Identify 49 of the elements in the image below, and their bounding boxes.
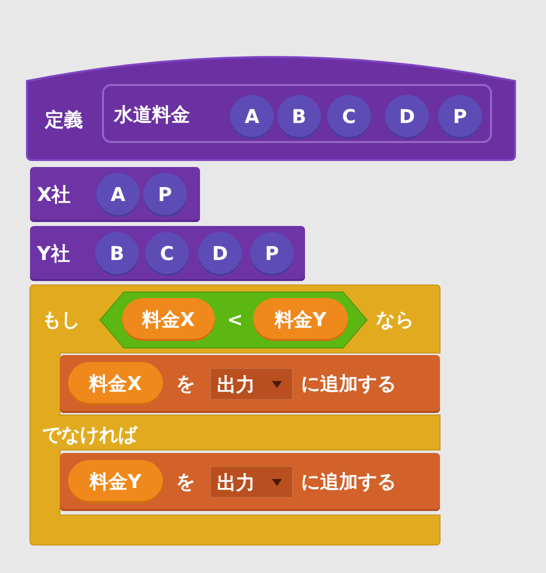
param-label: 料金Y: [88, 470, 142, 494]
param-label: P: [157, 183, 173, 207]
dropdown-label: 出力: [217, 373, 255, 397]
procedure-name-label: X社: [37, 183, 71, 207]
parameter-circle: [198, 232, 242, 276]
variable-pill: [68, 362, 163, 405]
param-label: C: [341, 105, 357, 129]
param-label: A: [244, 105, 260, 129]
param-label: 料金X: [88, 372, 143, 396]
parameter-circle: [96, 173, 140, 217]
procedure-call-block: [30, 226, 305, 281]
variable-pill: [68, 460, 163, 503]
dropdown-label: 出力: [217, 471, 255, 495]
variable-pill: [122, 298, 215, 341]
param-label: A: [110, 183, 126, 207]
block-label: に追加する: [301, 470, 396, 494]
keyword-label: もし: [42, 308, 80, 332]
operator-label: <: [227, 308, 243, 332]
list-dropdown: [210, 466, 293, 498]
list-dropdown: [210, 368, 293, 400]
variable-pill: [253, 298, 348, 341]
if-else-block: [30, 285, 440, 545]
parameter-circle: [143, 173, 187, 217]
condition-hexagon: [100, 292, 367, 348]
keyword-label: なら: [376, 308, 414, 332]
block-name-label: 水道料金: [114, 103, 190, 127]
procedure-call-block: [30, 167, 200, 222]
param-label: C: [159, 242, 175, 266]
parameter-circle: [145, 232, 189, 276]
keyword-label: でなければ: [42, 423, 137, 447]
add-to-list-block: [60, 453, 440, 511]
param-label: P: [452, 105, 468, 129]
param-label: 料金X: [140, 308, 196, 332]
param-label: D: [398, 105, 416, 129]
custom-block-outline: [102, 84, 492, 143]
param-label: 料金Y: [273, 308, 328, 332]
param-label: B: [290, 105, 308, 129]
procedure-name-label: Y社: [37, 242, 70, 266]
parameter-circle: [95, 232, 139, 276]
define-hat-block: [27, 55, 515, 160]
block-label: に追加する: [301, 372, 396, 396]
add-to-list-block: [60, 355, 440, 413]
param-label: D: [211, 242, 229, 266]
param-label: B: [108, 242, 126, 266]
parameter-circle: [250, 232, 294, 276]
param-label: P: [264, 242, 280, 266]
block-label: を: [176, 470, 195, 494]
keyword-label: 定義: [45, 108, 83, 132]
block-label: を: [176, 372, 195, 396]
